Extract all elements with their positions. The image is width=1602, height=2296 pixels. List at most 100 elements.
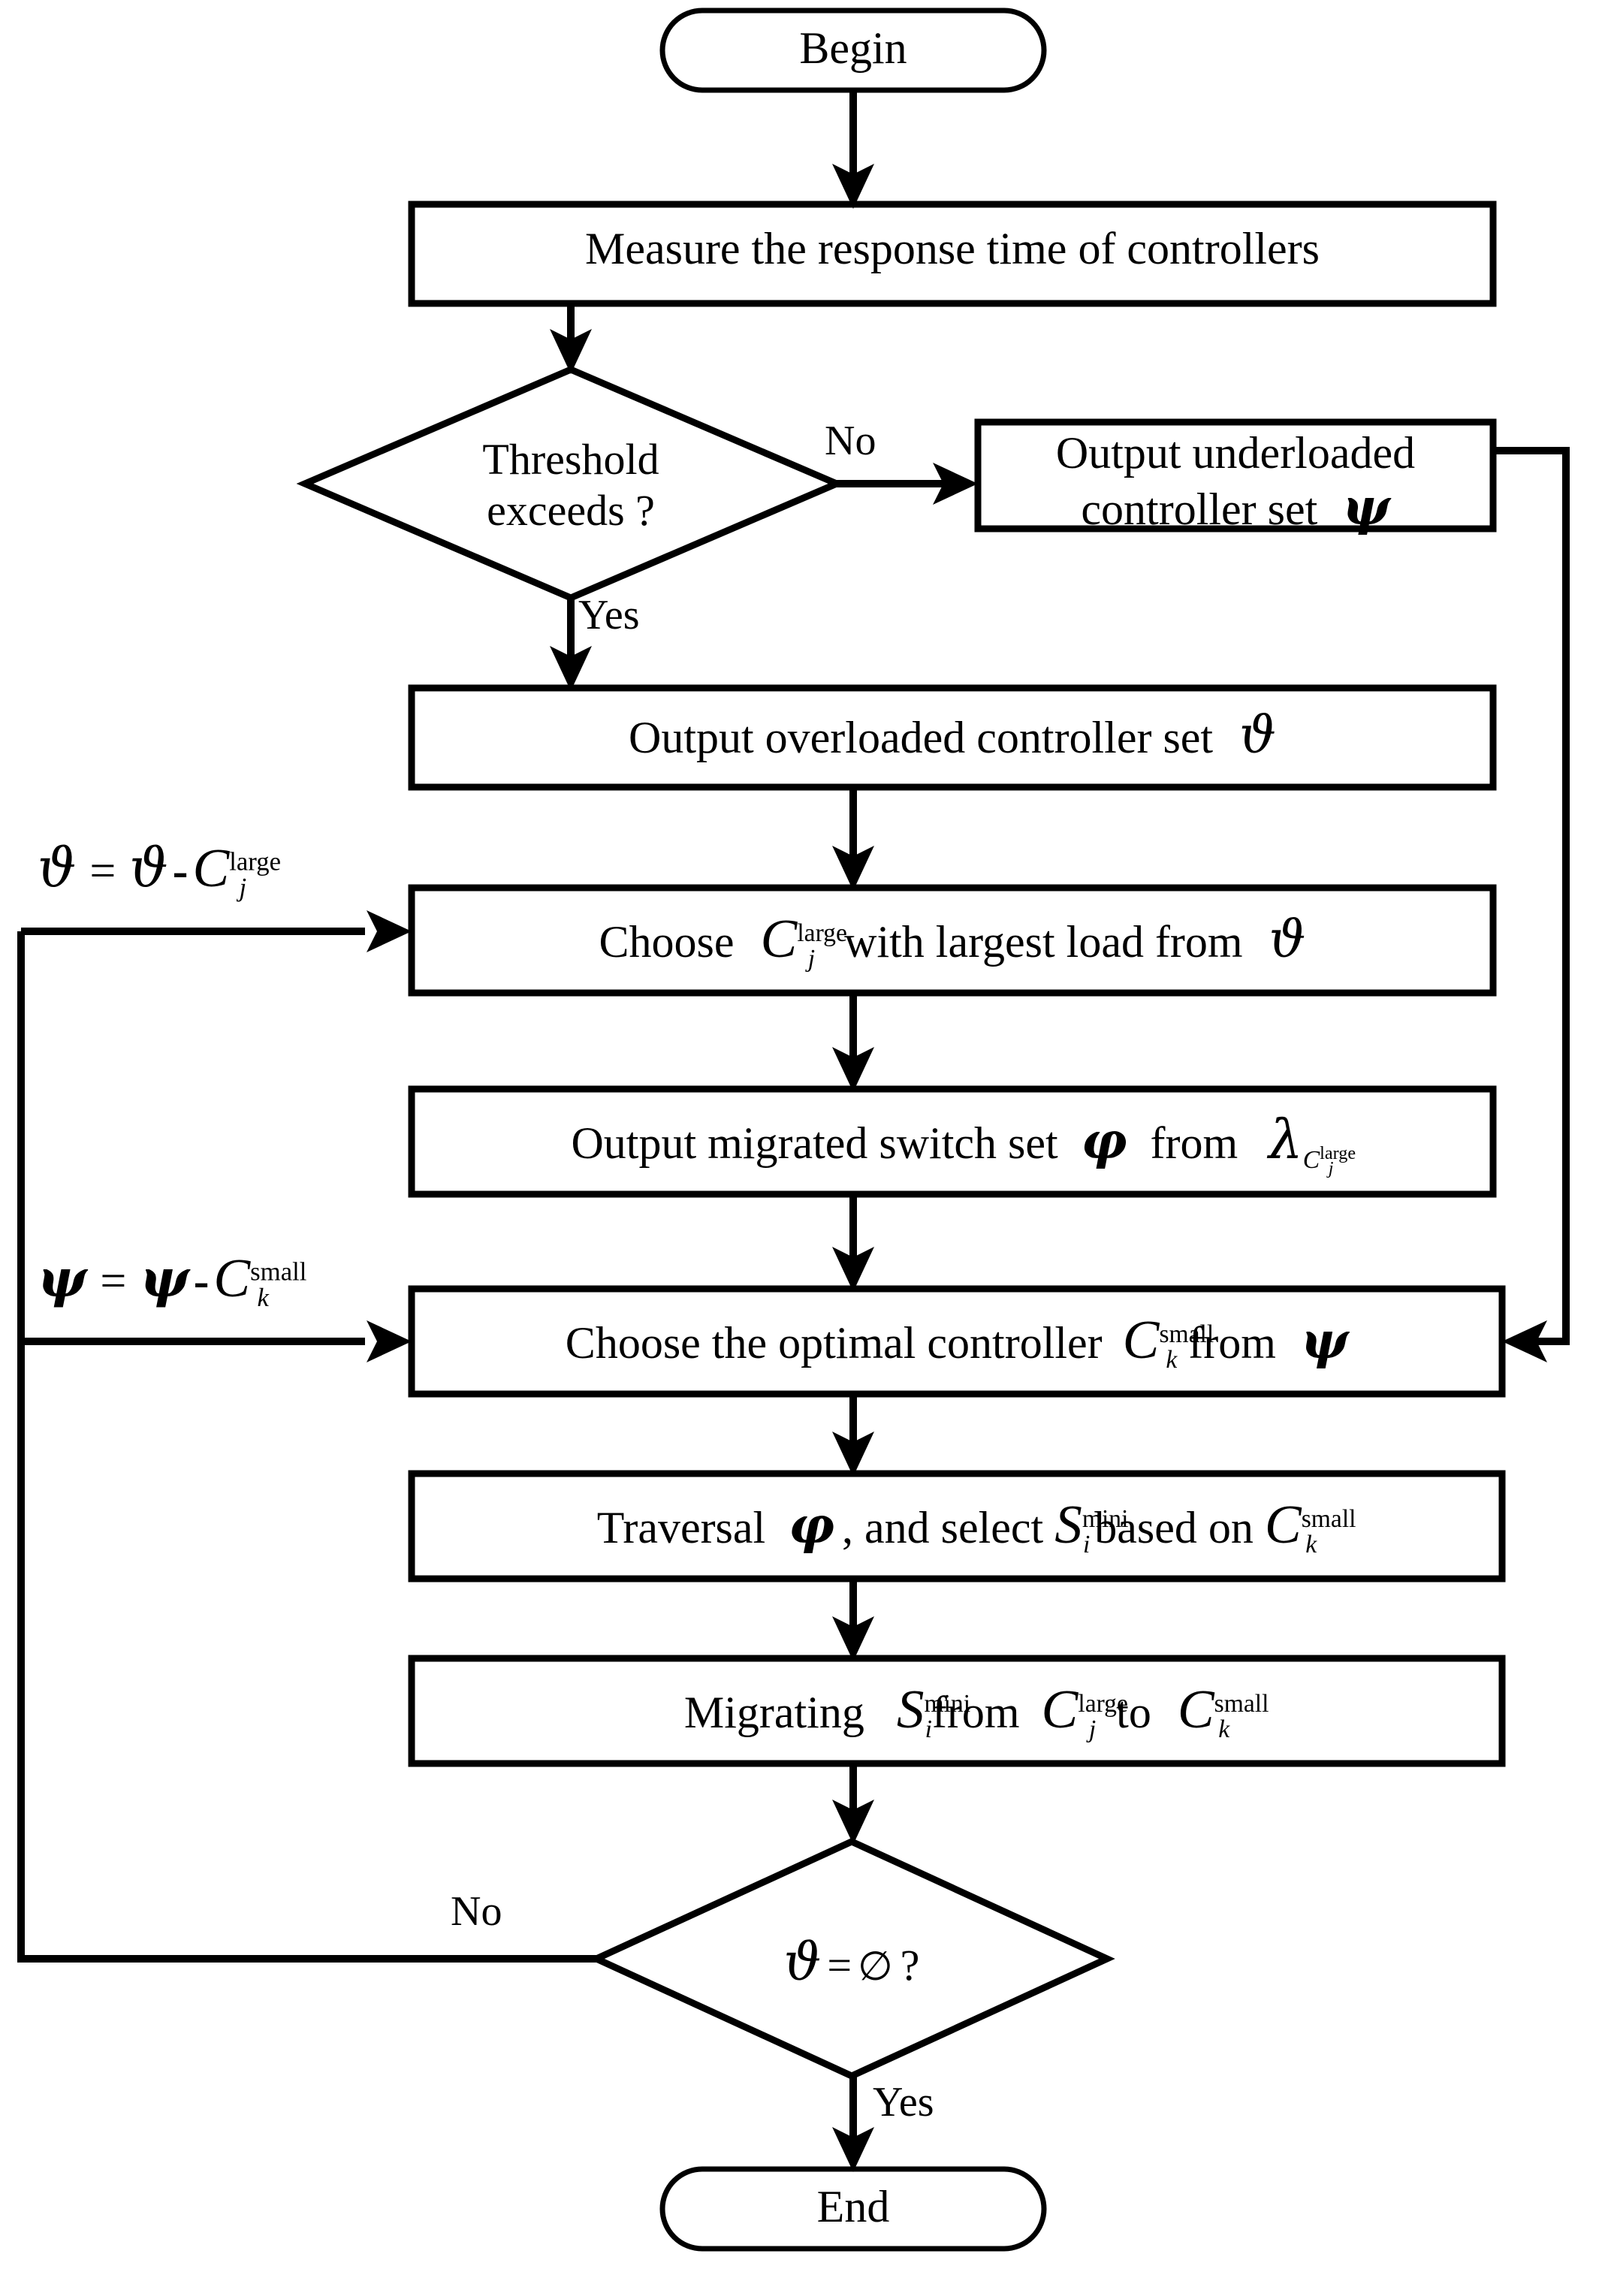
migrating-label: Migrating Sminiifrom Clargej to Csmallk [412,1679,1502,1743]
end-label: End [816,2182,890,2231]
choose-large-var-base: C [760,908,798,969]
migrated-switch-lambda: λ [1269,1108,1303,1171]
theta-update-var-sub: j [239,873,247,903]
migrated-switch-lambda-sub-sub: j [1328,1157,1334,1178]
migrated-switch-lambda-sub-base: C [1302,1146,1320,1174]
choose-small-prefix: Choose the optimal controller [565,1318,1103,1368]
migrated-switch-lambda-sub-sup: large [1320,1142,1356,1163]
traversal-phi-symbol: φ [789,1495,835,1555]
threshold-label: Threshold exceeds ? [421,434,721,537]
migrating-c1-sub: j [1088,1715,1097,1743]
migrating-middle2: to [1116,1688,1151,1737]
migrated-switch-shape [408,1085,1497,1198]
arrowhead-threshold-underloaded [933,463,978,505]
threshold-label-line1: Threshold [482,435,659,484]
migrating-c2-sup: small [1214,1690,1269,1718]
choose-large-prefix: Choose [599,917,735,967]
edge-underloaded-choosesmall-loop [1493,447,1570,1345]
overloaded-label: Output overloaded controller set ϑ [412,709,1493,763]
traversal-shape [408,1470,1506,1582]
psi-update-var-sub: k [257,1283,269,1313]
choose-small-variable: Csmallk [1114,1311,1214,1374]
theta-update-variable: Clargej [192,837,281,903]
arrowhead-overloaded-chooselarge [832,846,874,891]
arrowhead-choosesmall-traversal [832,1432,874,1477]
begin-label: Begin [799,23,907,73]
psi-update-var-base: C [213,1248,251,1308]
choose-large-theta-symbol: ϑ [1269,910,1306,970]
traversal-c-base: C [1264,1494,1302,1555]
traversal-prefix: Traversal [596,1503,766,1552]
migrated-switch-middle: from [1150,1118,1238,1168]
overloaded-theta-symbol: ϑ [1239,706,1276,765]
measure-shape [408,201,1497,307]
arrowhead-traversal-migrating [832,1616,874,1661]
threshold-yes-label: Yes [578,592,640,638]
empty-check-no-label: No [451,1888,502,1935]
arrowhead-emptycheck-end [832,2127,874,2172]
underloaded-shape [974,418,1497,533]
migrating-c2-variable: Csmallk [1177,1679,1269,1743]
psi-update-minus: - [193,1256,210,1307]
choose-large-var-sub: j [807,945,816,973]
underloaded-label-line1: Output underloaded [1055,428,1416,478]
migrated-switch-prefix: Output migrated switch set [571,1118,1058,1168]
migrating-s-sup: mini [924,1690,971,1718]
choose-large-variable: Clargej [746,908,847,973]
measure-label: Measure the response time of controllers [584,224,1320,273]
migrated-switch-label: Output migrated switch set φ from λClarg… [412,1111,1493,1178]
psi-update-lhs: ψ [38,1248,87,1309]
migrated-switch-phi-symbol: φ [1081,1111,1127,1170]
psi-update-rhs-symbol: ψ [140,1248,189,1309]
empty-check-yes-label: Yes [873,2079,934,2126]
underloaded-psi-symbol: ψ [1342,477,1390,536]
psi-update-label: ψ=ψ-Csmallk [38,1248,306,1313]
empty-check-equals: = [827,1941,852,1990]
theta-update-label: ϑ=ϑ-Clargej [38,837,281,903]
theta-update-lhs: ϑ [38,836,77,899]
choose-small-middle: from [1188,1318,1276,1368]
theta-update-var-base: C [192,837,230,898]
empty-check-theta-symbol: ϑ [783,1932,822,1993]
traversal-c-sup: small [1301,1505,1356,1533]
traversal-c-variable: Csmallk [1264,1494,1356,1558]
psi-update-variable: Csmallk [213,1248,306,1313]
migrated-switch-lambda-term: λClargej [1249,1111,1356,1178]
arrowhead-migrating-emptycheck [832,1800,874,1845]
migrating-s-sub: i [925,1715,932,1743]
underloaded-label-line2: controller set ψ [978,480,1493,534]
empty-check-question: ? [900,1941,920,1990]
choose-small-label: Choose the optimal controller Csmallk fr… [412,1311,1502,1373]
choose-large-var-sup: large [797,919,847,947]
traversal-s-variable: Sminii [1054,1494,1128,1558]
threshold-label-line2: exceeds ? [487,486,655,536]
traversal-middle2: based on [1094,1503,1254,1552]
migrating-prefix: Migrating [683,1688,864,1737]
migrating-c1-variable: Clargej [1031,1679,1128,1743]
migrating-shape [408,1655,1506,1767]
traversal-s-sup: mini [1082,1505,1129,1533]
migrated-switch-lambda-subscript: Clargej [1302,1144,1356,1178]
migrating-c2-base: C [1177,1679,1214,1739]
overloaded-shape [408,684,1497,791]
traversal-s-base: S [1054,1494,1082,1555]
migrating-c2-sub: k [1218,1715,1230,1743]
arrowhead-migrated-choosesmall [832,1247,874,1292]
traversal-middle: , and select [842,1503,1044,1552]
theta-update-minus: - [172,846,189,897]
choose-small-var-sub: k [1166,1346,1178,1374]
threshold-no-label: No [825,418,876,464]
psi-update-var-sup: small [250,1257,307,1287]
overloaded-text: Output overloaded controller set [629,713,1214,762]
migrating-c1-base: C [1041,1679,1079,1739]
psi-update-equals: = [100,1256,127,1307]
migrating-s-base: S [896,1679,925,1739]
edge-emptycheck-no-rail [17,931,596,1963]
theta-update-equals: = [89,846,116,897]
empty-check-label: ϑ=∅? [701,1932,1002,1993]
arrowhead-threshold-overloaded [550,646,592,691]
theta-update-var-sup: large [229,846,281,876]
